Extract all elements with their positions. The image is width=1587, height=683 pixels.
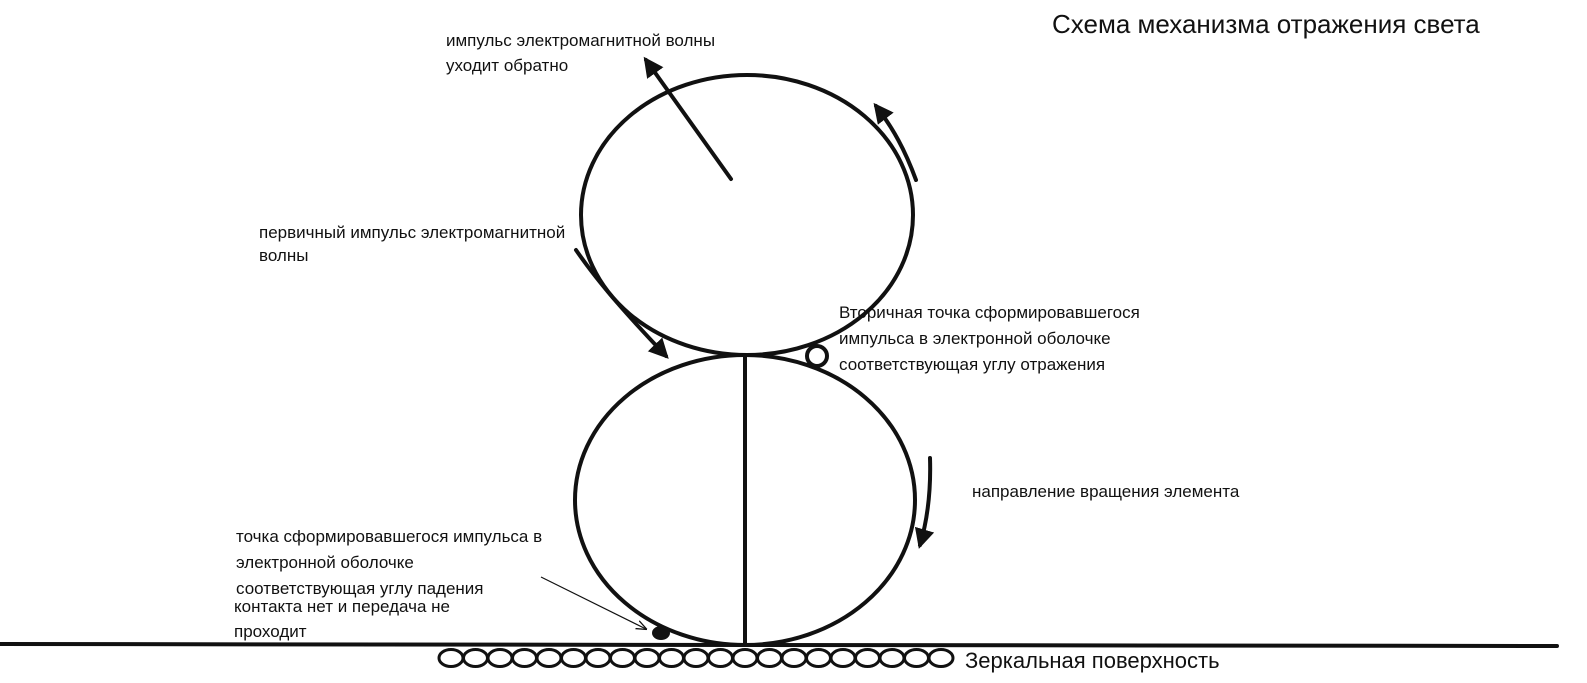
primary-pulse-arrow (574, 248, 669, 359)
label-incidence-point-line1: точка сформировавшегося импульса в (236, 527, 542, 546)
mirror-atom (756, 648, 783, 668)
mirror-atom (731, 648, 759, 668)
label-secondary-point-line1: Вторичная точка сформировавшегося (839, 303, 1140, 322)
label-secondary-point-line2: импульса в электронной оболочке (839, 329, 1111, 348)
secondary-point-marker (805, 344, 829, 368)
mirror-atom (560, 648, 587, 668)
mirror-atom (707, 648, 734, 668)
incidence-pointer-line (540, 576, 646, 629)
mirror-atom (805, 648, 832, 668)
mirror-atom (927, 648, 955, 668)
mirror-atom (462, 648, 489, 668)
label-wave-returns-line2: уходит обратно (446, 56, 568, 75)
label-primary-pulse-line1: первичный импульс электромагнитной (259, 223, 565, 242)
mirror-atom (854, 648, 881, 668)
mirror-surface-atoms (437, 648, 955, 668)
mirror-atom (584, 648, 612, 668)
diagram-title: Схема механизма отражения света (1052, 9, 1480, 39)
mirror-atom (535, 648, 563, 668)
reflected-wave-arrow (643, 56, 733, 181)
mirror-atom (878, 648, 906, 668)
mirror-atom (609, 648, 636, 668)
incidence-point-marker (652, 626, 670, 640)
upper-rotation-arrow (873, 102, 918, 182)
label-mirror-surface: Зеркальная поверхность (965, 648, 1220, 673)
mirror-atom (486, 648, 514, 668)
label-incidence-point-line2: электронной оболочке (236, 553, 414, 572)
label-primary-pulse-line2: волны (259, 246, 308, 265)
mirror-atom (829, 648, 857, 668)
mirror-atom (633, 648, 661, 668)
mirror-atom (780, 648, 808, 668)
label-no-contact-line1: контакта нет и передача не (234, 597, 450, 616)
label-secondary-point-line3: соответствующая углу отражения (839, 355, 1105, 374)
label-no-contact-line2: проходит (234, 622, 307, 641)
label-incidence-point-line3: соответствующая углу падения (236, 579, 484, 598)
mirror-atom (682, 648, 710, 668)
label-wave-returns-line1: импульс электромагнитной волны (446, 31, 715, 50)
lower-rotation-arrow (914, 456, 935, 549)
ground-line (0, 642, 1559, 648)
mirror-atom (511, 648, 538, 668)
mirror-atom (903, 648, 930, 668)
label-rotation-direction: направление вращения элемента (972, 482, 1240, 501)
mirror-atom (437, 648, 465, 668)
mirror-atom (658, 648, 685, 668)
